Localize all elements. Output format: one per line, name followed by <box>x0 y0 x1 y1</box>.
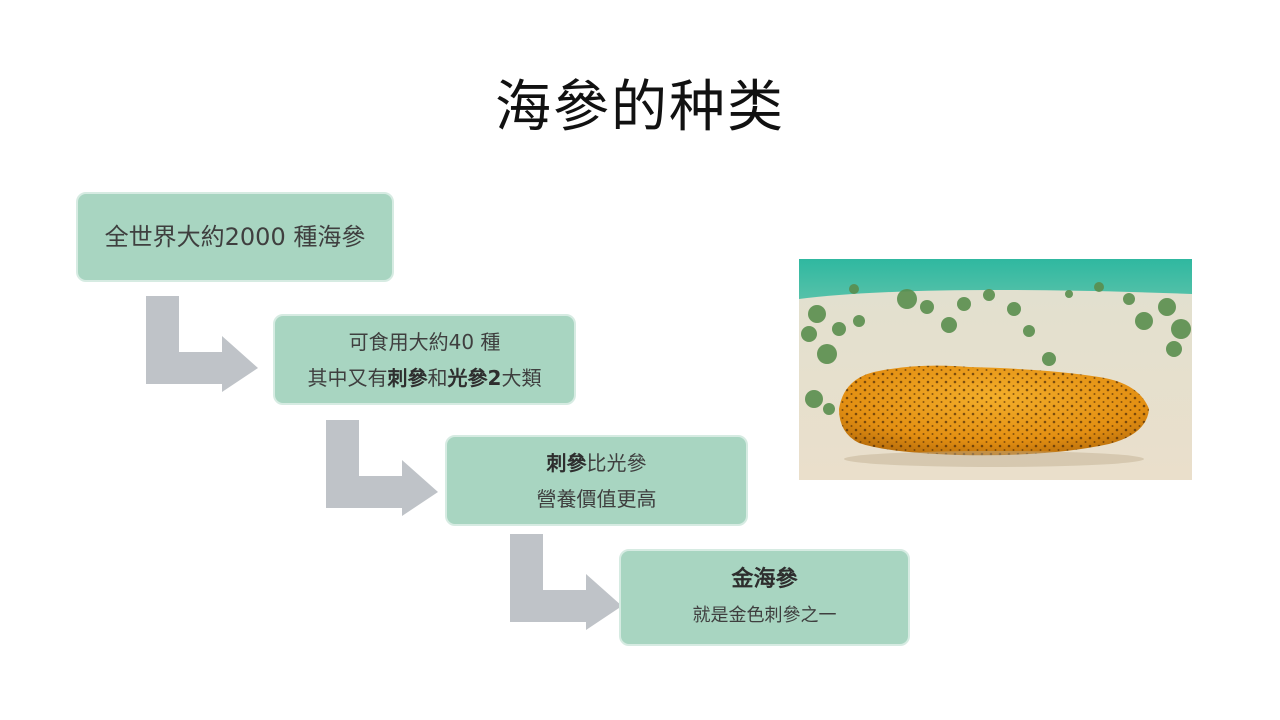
step-box-4: 金海參 就是金色刺參之一 <box>619 549 910 646</box>
step-box-2: 可食用大約40 種 其中又有刺參和光參2大類 <box>273 314 576 405</box>
bent-arrow-icon-3 <box>510 534 622 630</box>
slide-title: 海參的种类 <box>495 75 785 140</box>
step-box-3: 刺參比光參 營養價值更高 <box>445 435 748 526</box>
bent-arrow-icon-1 <box>146 296 258 392</box>
step-4-line-2: 就是金色刺參之一 <box>692 604 837 626</box>
step-box-1: 全世界大約2000 種海參 <box>76 192 394 282</box>
sea-cucumber-photo <box>799 259 1192 480</box>
step-3-line-1: 刺參比光參 <box>546 450 647 475</box>
step-2-line-2: 其中又有刺參和光參2大類 <box>307 365 542 390</box>
bent-arrow-icon-2 <box>326 420 438 516</box>
step-1-text: 全世界大約2000 種海參 <box>104 223 366 251</box>
step-4-line-1: 金海參 <box>731 566 798 592</box>
step-2-line-1: 可食用大約40 種 <box>348 329 501 354</box>
step-3-line-2: 營養價值更高 <box>536 486 657 511</box>
